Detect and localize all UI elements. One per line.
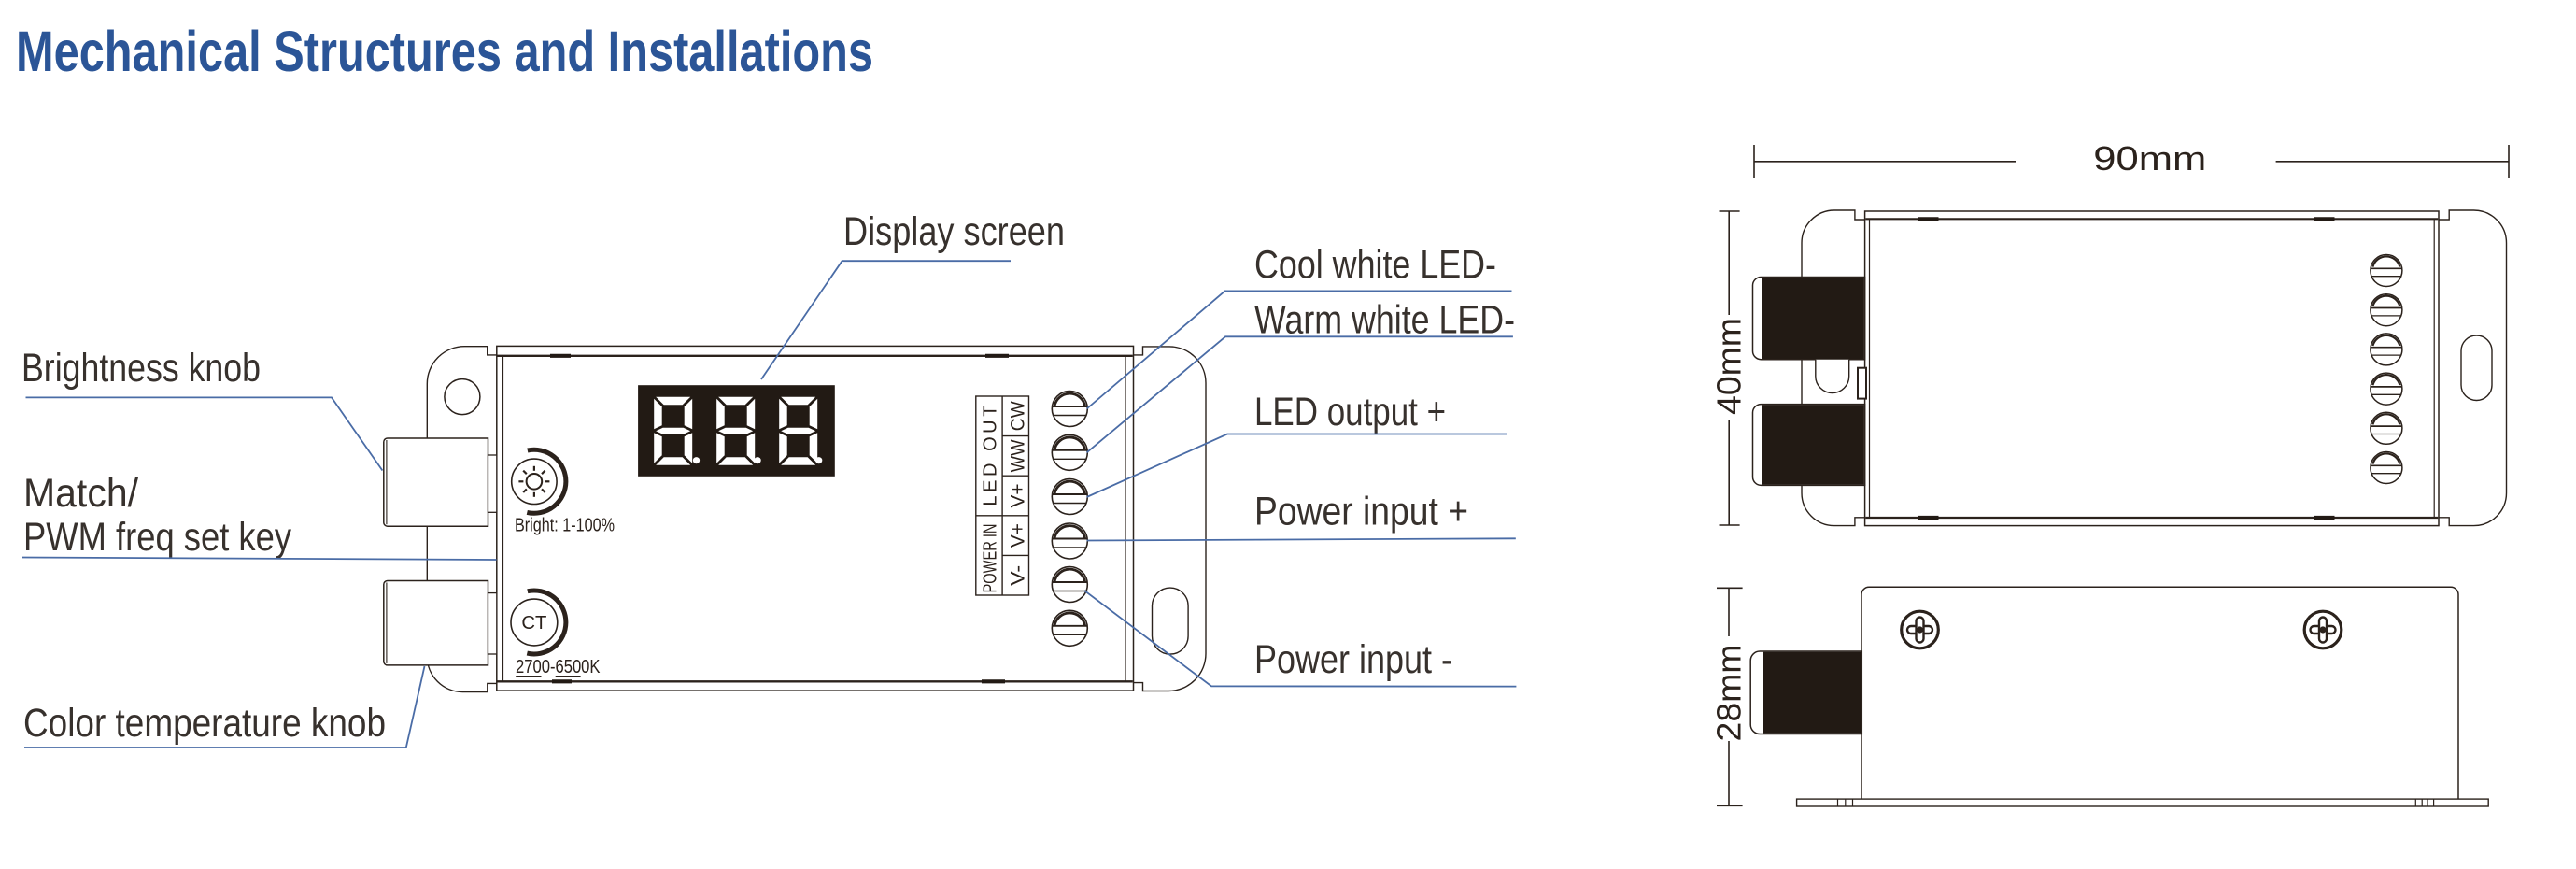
svg-text:Display screen: Display screen — [843, 209, 1065, 254]
svg-text:CT: CT — [521, 613, 546, 634]
svg-text:PWM freq set key: PWM freq set key — [23, 515, 291, 560]
svg-text:V-: V- — [1008, 565, 1029, 586]
svg-text:Bright: 1-100%: Bright: 1-100% — [515, 516, 615, 536]
svg-text:V+: V+ — [1008, 484, 1029, 508]
svg-text:Warm white LED-: Warm white LED- — [1254, 298, 1515, 343]
svg-text:Brightness knob: Brightness knob — [21, 346, 261, 391]
svg-text:WW: WW — [1008, 439, 1029, 472]
svg-text:POWER IN: POWER IN — [981, 524, 1001, 593]
svg-text:LED OUT: LED OUT — [981, 406, 1001, 506]
svg-text:Power input +: Power input + — [1254, 490, 1468, 534]
svg-text:Power input -: Power input - — [1254, 637, 1452, 682]
svg-text:LED output +: LED output + — [1254, 390, 1446, 434]
svg-text:2700-6500K: 2700-6500K — [516, 657, 601, 677]
svg-text:Cool white LED-: Cool white LED- — [1254, 243, 1496, 288]
svg-text:Color temperature knob: Color temperature knob — [23, 701, 386, 746]
svg-text:Mechanical Structures and Inst: Mechanical Structures and Installations — [16, 20, 873, 83]
svg-text:CW: CW — [1008, 401, 1029, 431]
svg-text:40mm: 40mm — [1709, 318, 1748, 415]
svg-text:90mm: 90mm — [2093, 139, 2206, 178]
svg-text:Match/: Match/ — [23, 471, 138, 516]
svg-text:V+: V+ — [1008, 523, 1029, 548]
svg-text:28mm: 28mm — [1709, 645, 1748, 742]
